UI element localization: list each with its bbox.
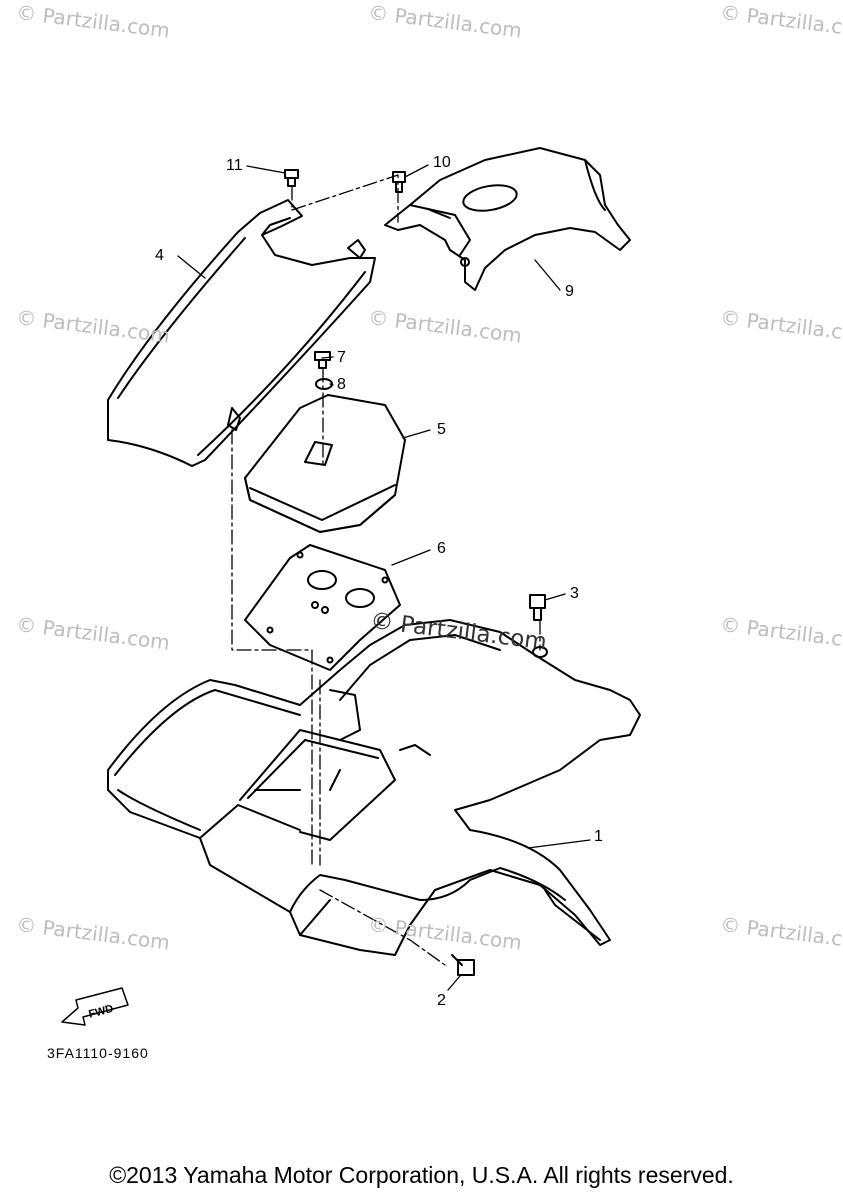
callout-1: 1 — [594, 828, 603, 845]
callout-7: 7 — [337, 349, 346, 366]
part-1-rear-fender — [107, 619, 641, 956]
bolt-7 — [314, 351, 331, 369]
callout-3: 3 — [570, 585, 579, 602]
callout-8: 8 — [337, 376, 346, 393]
diagram-code: 3FA1110-9160 — [47, 1045, 149, 1061]
callout-10: 10 — [433, 154, 451, 171]
screw-11 — [284, 169, 299, 187]
callout-4: 4 — [155, 247, 164, 264]
part-6-plate — [244, 544, 401, 671]
callout-11: 11 — [226, 157, 243, 174]
callout-5: 5 — [437, 421, 446, 438]
fasteners — [284, 169, 548, 976]
callout-6: 6 — [437, 540, 446, 557]
assembly-lines — [231, 174, 541, 966]
part-5-cover — [244, 394, 406, 533]
bolt-2 — [451, 954, 475, 976]
bolt-10 — [392, 171, 406, 193]
leader-lines — [177, 164, 591, 991]
copyright-notice: ©2013 Yamaha Motor Corporation, U.S.A. A… — [109, 1162, 734, 1188]
callout-2: 2 — [437, 992, 446, 1009]
part-9-fender — [384, 147, 631, 291]
bolt-3 — [529, 594, 546, 621]
part-4-fender — [107, 199, 376, 467]
callout-9: 9 — [565, 283, 574, 300]
fwd-arrow-icon: FWD — [61, 987, 129, 1026]
fwd-label: FWD — [87, 1003, 114, 1021]
